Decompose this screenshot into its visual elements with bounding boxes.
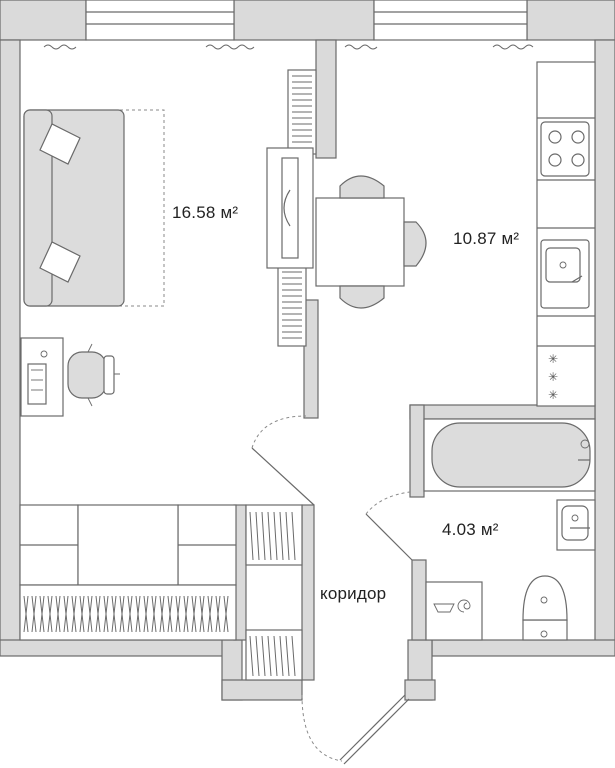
kitchen-sink (540, 239, 590, 309)
entrance-door (301, 694, 410, 765)
wardrobe-left (19, 504, 237, 641)
area-value: 16.58 (172, 203, 216, 222)
washbasin (556, 499, 596, 551)
kitchen-counter (536, 61, 596, 407)
svg-text:✳: ✳ (548, 352, 558, 366)
svg-text:✳: ✳ (548, 388, 558, 402)
area-value: 10.87 (453, 229, 497, 248)
radiator-hatch (23, 595, 229, 633)
window-living (43, 0, 255, 50)
bathtub (423, 418, 596, 492)
svg-text:✳: ✳ (548, 370, 558, 384)
dining-table (315, 175, 427, 309)
door-bathroom (365, 491, 413, 561)
washing-machine (425, 581, 483, 641)
area-label-kitchen: 10.87 м² (453, 229, 519, 249)
area-label-living: 16.58 м² (172, 203, 238, 223)
toilet (522, 575, 568, 641)
sofa (23, 109, 165, 307)
window-kitchen (344, 0, 534, 50)
corridor-label: коридор (320, 584, 387, 603)
area-value: 4.03 (442, 520, 476, 539)
office-chair (67, 343, 120, 407)
stove (540, 121, 590, 177)
area-unit: м² (480, 520, 499, 539)
area-unit: м² (220, 203, 239, 222)
area-label-bathroom: 4.03 м² (442, 520, 499, 540)
cooktop-marks: ✳ ✳ ✳ (548, 352, 558, 402)
tv-stand (266, 147, 314, 269)
door-living (251, 415, 315, 506)
desk (20, 337, 64, 417)
area-unit: м² (501, 229, 520, 248)
